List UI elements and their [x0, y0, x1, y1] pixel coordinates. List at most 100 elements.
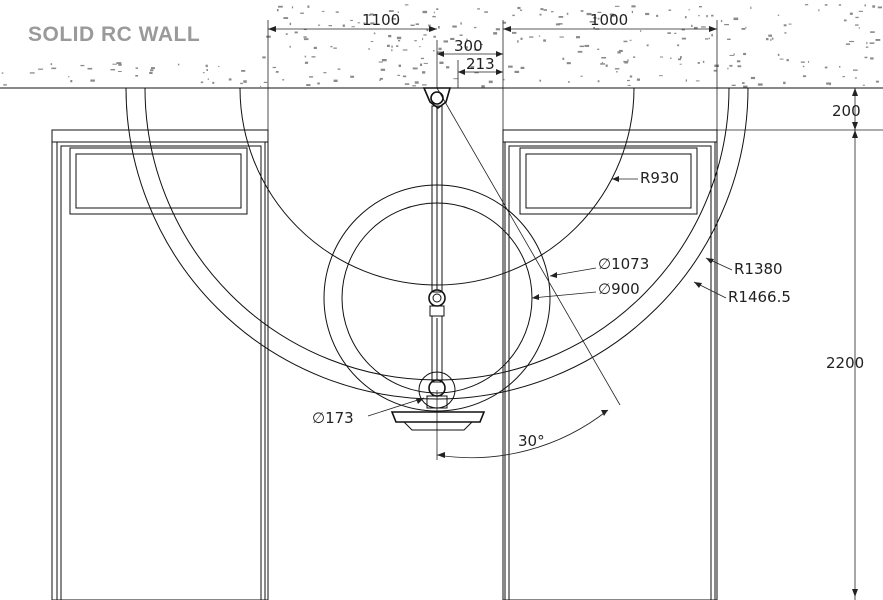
concrete-speck	[503, 78, 505, 81]
concrete-speck	[623, 60, 629, 63]
concrete-speck	[708, 37, 710, 40]
concrete-speck	[218, 65, 220, 67]
concrete-speck	[784, 32, 787, 34]
concrete-speck	[616, 71, 618, 73]
concrete-speck	[858, 27, 860, 29]
concrete-speck	[788, 23, 792, 25]
concrete-speck	[29, 72, 35, 74]
concrete-speck	[678, 58, 681, 61]
concrete-speck	[862, 84, 865, 86]
concrete-speck	[627, 84, 631, 86]
concrete-speck	[566, 12, 569, 15]
concrete-speck	[800, 61, 805, 63]
concrete-speck	[68, 76, 70, 78]
concrete-speck	[559, 36, 564, 38]
concrete-speck	[614, 68, 620, 70]
concrete-speck	[627, 59, 629, 62]
concrete-speck	[262, 56, 266, 59]
concrete-speck	[379, 79, 381, 81]
concrete-speck	[428, 24, 431, 27]
angle-arrow-right	[601, 410, 608, 416]
concrete-speck	[337, 68, 341, 70]
concrete-speck	[783, 81, 786, 85]
concrete-speck	[659, 75, 663, 77]
concrete-speck	[601, 62, 603, 64]
pendant-arm	[390, 87, 486, 431]
concrete-speck	[387, 44, 390, 47]
concrete-speck	[839, 66, 841, 68]
concrete-speck	[539, 13, 542, 16]
label-r1380: R1380	[734, 260, 783, 278]
angle-line-30	[436, 87, 621, 406]
concrete-speck	[212, 81, 215, 84]
concrete-speck	[470, 66, 475, 68]
dim-label-200: 200	[832, 102, 861, 120]
concrete-speck	[466, 46, 468, 49]
concrete-speck	[529, 36, 534, 38]
concrete-speck	[488, 80, 493, 84]
concrete-speck	[433, 50, 435, 52]
concrete-speck	[623, 40, 628, 43]
concrete-speck	[854, 77, 857, 79]
concrete-speck	[391, 45, 393, 48]
concrete-speck	[276, 9, 279, 12]
concrete-speck	[697, 62, 700, 64]
angle-arrow-left	[437, 452, 445, 458]
concrete-speck	[597, 17, 600, 20]
concrete-speck	[629, 75, 633, 78]
concrete-speck	[866, 41, 868, 45]
concrete-speck	[378, 61, 383, 63]
concrete-speck	[313, 46, 317, 49]
concrete-speck	[568, 81, 570, 83]
concrete-speck	[266, 35, 271, 38]
concrete-speck	[520, 37, 523, 40]
concrete-speck	[412, 85, 416, 87]
concrete-speck	[118, 71, 122, 72]
concrete-speck	[779, 58, 784, 60]
concrete-speck	[437, 51, 442, 54]
concrete-speck	[843, 19, 847, 22]
concrete-speck	[90, 79, 95, 82]
concrete-speck	[474, 49, 479, 51]
concrete-speck	[402, 75, 407, 78]
concrete-speck	[701, 26, 706, 28]
concrete-speck	[551, 11, 554, 13]
concrete-speck	[724, 24, 729, 26]
concrete-speck	[555, 23, 560, 26]
concrete-speck	[768, 34, 772, 37]
concrete-speck	[586, 12, 592, 16]
concrete-speck	[200, 81, 204, 84]
concrete-speck	[733, 17, 739, 21]
concrete-speck	[502, 21, 507, 24]
concrete-speck	[585, 45, 590, 47]
concrete-speck	[241, 70, 246, 72]
concrete-speck	[433, 35, 436, 38]
concrete-speck	[705, 38, 709, 40]
concrete-speck	[460, 22, 462, 25]
concrete-speck	[304, 55, 307, 58]
concrete-speck	[770, 38, 772, 41]
concrete-speck	[415, 23, 419, 25]
concrete-speck	[303, 28, 307, 31]
concrete-speck	[610, 15, 615, 17]
concrete-speck	[864, 4, 866, 7]
concrete-speck	[875, 80, 879, 83]
concrete-speck	[135, 75, 138, 77]
concrete-speck	[423, 62, 428, 64]
concrete-speck	[309, 76, 314, 78]
concrete-speck	[285, 33, 288, 35]
concrete-speck	[601, 57, 607, 59]
concrete-speck	[150, 67, 155, 70]
concrete-speck	[855, 24, 859, 26]
concrete-speck	[278, 5, 283, 8]
concrete-speck	[870, 31, 875, 33]
label-r1466: R1466.5	[728, 288, 791, 306]
dim-label-2200: 2200	[826, 354, 864, 372]
concrete-speck	[393, 23, 397, 25]
concrete-speck	[351, 26, 355, 28]
concrete-speck	[240, 82, 243, 85]
concrete-speck	[695, 80, 700, 82]
concrete-speck	[396, 36, 402, 40]
concrete-speck	[420, 63, 423, 66]
concrete-speck	[736, 60, 741, 63]
